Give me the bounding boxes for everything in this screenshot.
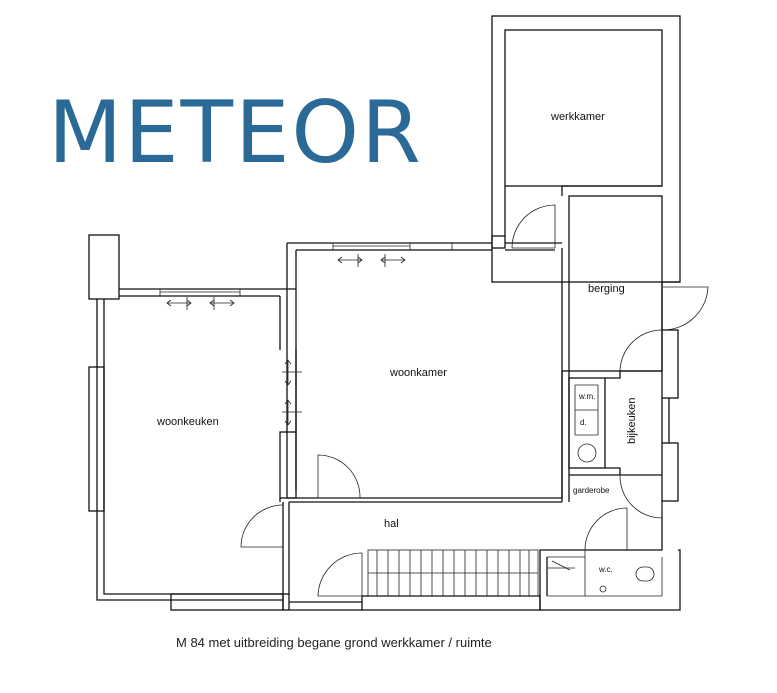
room-label-wc: w.c. bbox=[598, 565, 613, 574]
woonkeuken-walls bbox=[88, 234, 297, 611]
room-label-hal: hal bbox=[384, 518, 399, 530]
sliding-door-top-left bbox=[166, 297, 235, 310]
staircase bbox=[367, 549, 539, 597]
room-label-bijkeuken: bijkeuken bbox=[626, 398, 638, 444]
appliance-label-wm: w.m. bbox=[578, 392, 595, 401]
room-label-woonkamer: woonkamer bbox=[389, 367, 447, 379]
room-label-werkkamer: werkkamer bbox=[550, 111, 605, 123]
room-label-garderobe: garderobe bbox=[573, 486, 610, 495]
brand-logo: METEOR bbox=[48, 83, 423, 183]
service-area-walls bbox=[539, 329, 681, 611]
room-label-berging: berging bbox=[588, 283, 625, 295]
werkkamer-walls bbox=[491, 15, 681, 283]
appliance-label-dryer: d. bbox=[580, 418, 587, 427]
door-swings bbox=[240, 204, 709, 597]
plan-caption: M 84 met uitbreiding begane grond werkka… bbox=[176, 635, 492, 650]
berging-walls bbox=[568, 195, 680, 372]
room-label-woonkeuken: woonkeuken bbox=[156, 416, 219, 428]
sliding-door-middle bbox=[282, 359, 302, 426]
sliding-door-top-right bbox=[337, 254, 406, 267]
